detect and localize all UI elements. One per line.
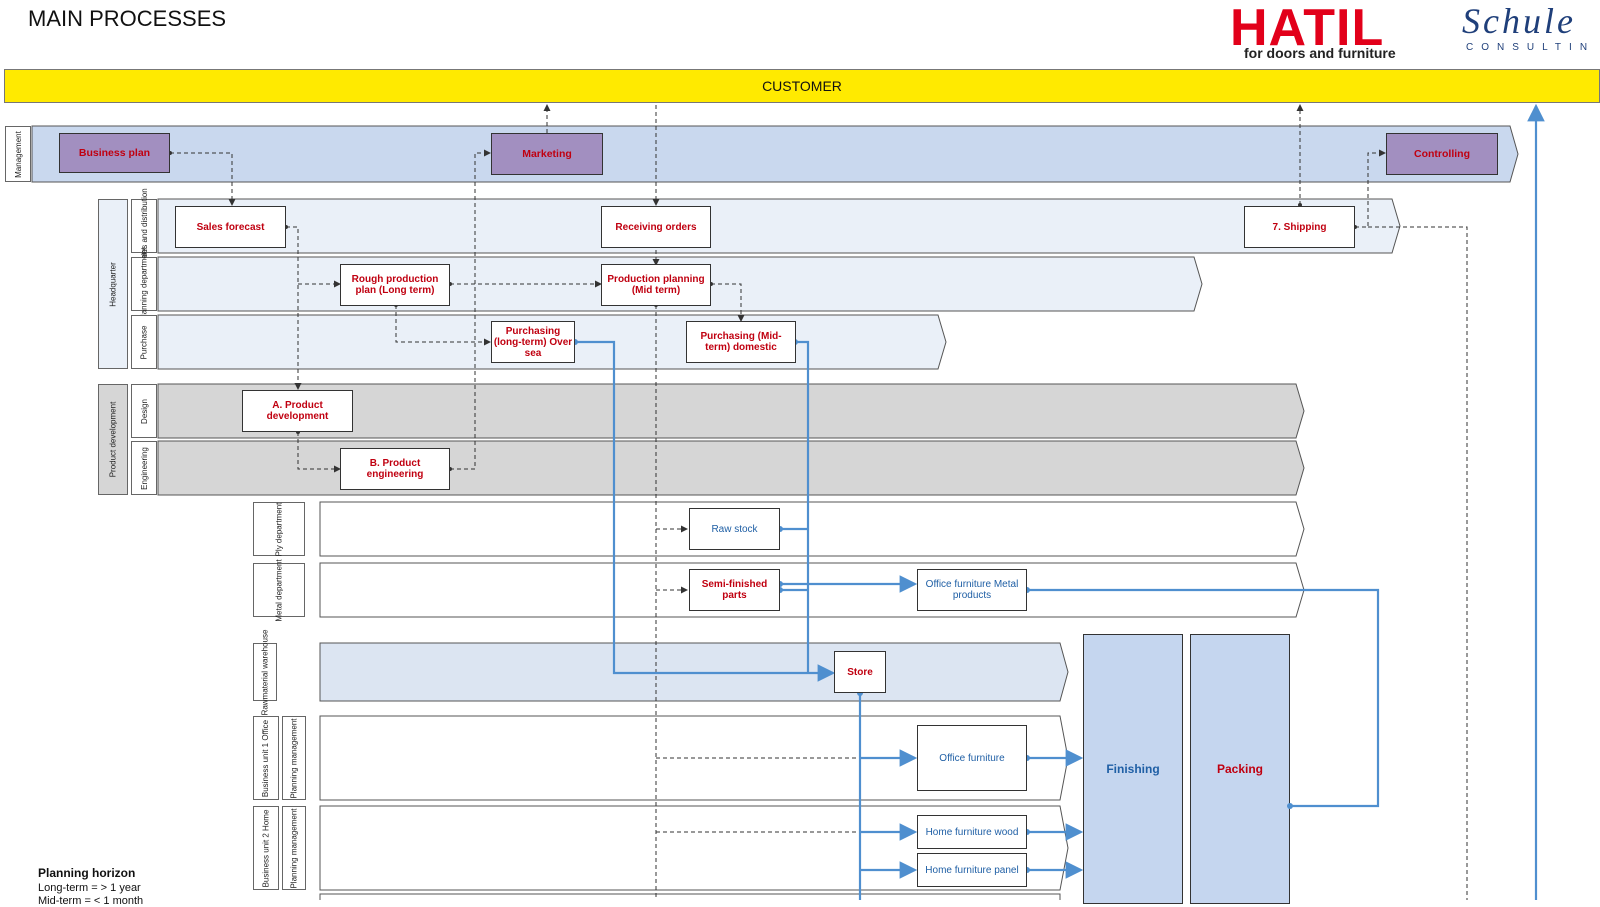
metal-lane <box>319 562 1305 618</box>
flow-purchlong-store <box>575 340 836 682</box>
page-title: MAIN PROCESSES <box>28 6 227 31</box>
lane-label-bu2: Business unit 2 Home <box>253 806 279 890</box>
home-panel-box: Home furniture panel <box>917 853 1027 887</box>
production-planning-box: Production planning (Mid term) <box>601 264 711 306</box>
bu3-lane-edge <box>319 893 1061 900</box>
legend-mid-term: Mid-term = < 1 month <box>38 895 144 907</box>
packing-block: Packing <box>1190 634 1290 904</box>
controlling-box: Controlling <box>1386 133 1498 175</box>
lane-label-bu1-planning: Planning management <box>282 716 306 800</box>
lane-label-purchase: Purchase <box>131 315 157 369</box>
store-box: Store <box>834 651 886 693</box>
home-wood-box: Home furniture wood <box>917 815 1027 849</box>
schule-logo: Schule <box>1462 1 1576 41</box>
business-plan-box: Business plan <box>59 133 170 173</box>
raw-stock-box: Raw stock <box>689 508 780 550</box>
ply-lane <box>319 501 1305 557</box>
customer-bar: CUSTOMER <box>4 69 1600 103</box>
dash-prod-purchmid <box>711 283 745 322</box>
legend-long-term: Long-term = > 1 year <box>38 882 141 894</box>
lane-label-product-development: Product development <box>98 384 128 495</box>
finishing-block: Finishing <box>1083 634 1183 904</box>
purchasing-mid-box: Purchasing (Mid-term) domestic <box>686 321 796 363</box>
management-lane <box>31 125 1519 183</box>
lane-label-raw-warehouse: Rawmaterial warehouse <box>253 629 277 715</box>
flow-purchmid-store <box>795 340 810 673</box>
design-lane <box>157 383 1305 439</box>
lane-label-metal: Metal department <box>253 559 305 621</box>
office-metal-box: Office furniture Metal products <box>917 569 1027 611</box>
dash-eng-marketing <box>450 149 491 470</box>
flow-office-metal-right <box>1027 588 1380 808</box>
lane-label-headquarter: Headquarter <box>98 199 128 369</box>
dash-bp-forecast <box>170 152 236 206</box>
lane-label-ply: Ply department <box>253 502 305 556</box>
lane-label-management: Management <box>5 126 31 182</box>
receiving-orders-box: Receiving orders <box>601 206 711 248</box>
office-furniture-box: Office furniture <box>917 725 1027 791</box>
hatil-tagline: for doors and furniture <box>1244 45 1396 61</box>
dash-rough-purch <box>395 305 491 346</box>
sales-lane <box>157 198 1401 254</box>
shipping-box: 7. Shipping <box>1244 206 1355 248</box>
legend-title: Planning horizon <box>38 866 136 880</box>
lane-label-design: Design <box>131 384 157 438</box>
marketing-box: Marketing <box>491 133 603 175</box>
lane-label-engineering: Engineering <box>131 441 157 495</box>
purchasing-long-box: Purchasing (long-term) Over sea <box>491 321 575 363</box>
semi-finished-box: Semi-finished parts <box>689 569 780 611</box>
product-development-box: A. Product development <box>242 390 353 432</box>
dash-ship-controlling <box>1355 149 1386 228</box>
dash-dev-eng <box>297 432 341 473</box>
schule-logo-sub: CONSULTIN <box>1466 42 1596 53</box>
sales-forecast-box: Sales forecast <box>175 206 286 248</box>
lane-label-bu1: Business unit 1 Office <box>253 716 279 800</box>
lane-label-planning: Planning department <box>131 247 157 321</box>
hatil-logo: HATIL <box>1230 0 1385 57</box>
dash-ship-right <box>1368 226 1468 900</box>
lane-label-bu2-planning: Planning management <box>282 806 306 890</box>
dash-forecast-dev <box>286 226 302 390</box>
product-engineering-box: B. Product engineering <box>340 448 450 490</box>
rough-plan-box: Rough production plan (Long term) <box>340 264 450 306</box>
lane-label-sales: Sales and distribution <box>131 188 157 264</box>
